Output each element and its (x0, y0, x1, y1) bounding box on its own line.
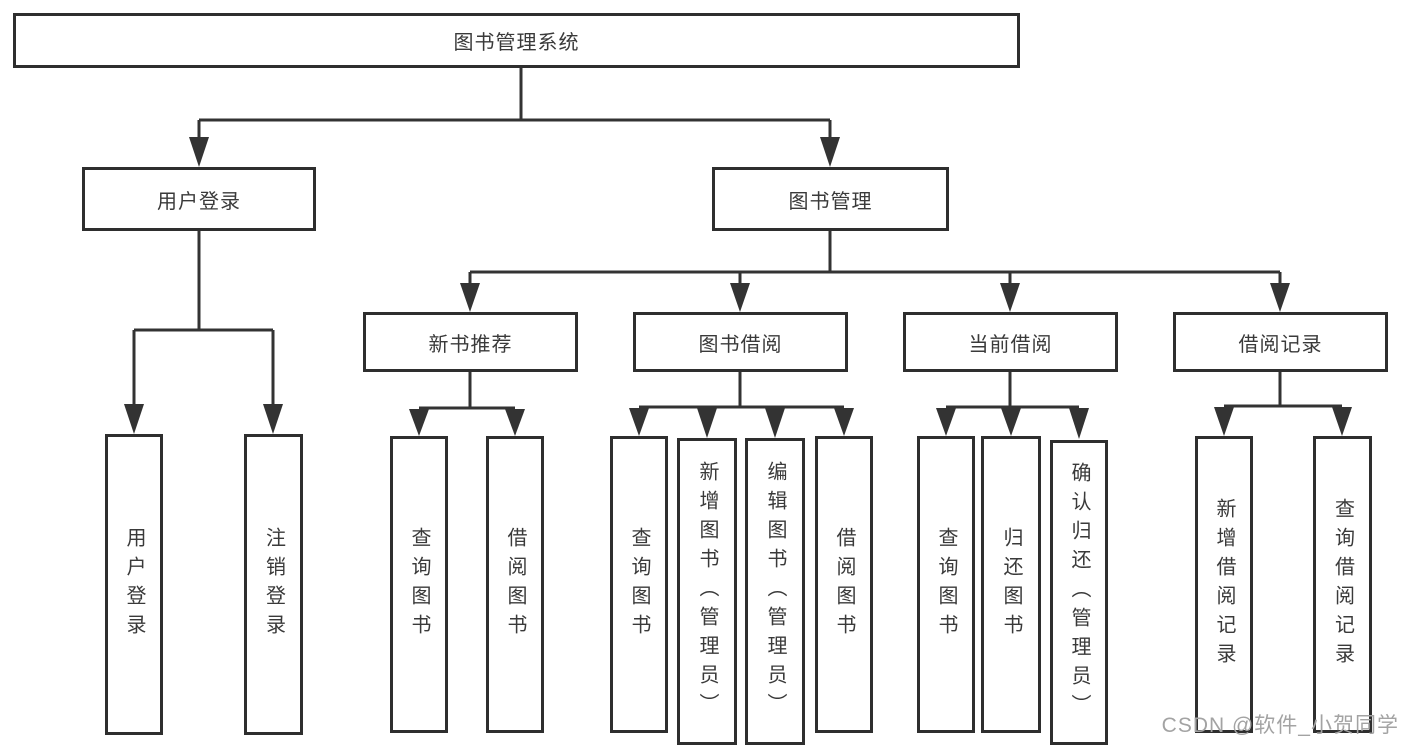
node-borrowing-records: 借阅记录 (1173, 312, 1388, 372)
node-label: 查询借阅记录 (1331, 497, 1354, 672)
node-label: 查询图书 (408, 526, 430, 643)
node-label: 注销登录 (262, 526, 285, 643)
csdn-watermark: CSDN @软件_小贺同学 (1161, 714, 1399, 737)
leaf-records-query-record: 查询借阅记录 (1313, 436, 1372, 733)
node-library-management-system: 图书管理系统 (13, 13, 1020, 68)
leaf-logout: 注销登录 (244, 434, 303, 735)
leaf-current-confirm-return-admin: 确认归还（管理员） (1050, 440, 1108, 745)
node-user-login: 用户登录 (82, 167, 316, 231)
node-label: 图书借阅 (698, 333, 783, 356)
node-label: 图书管理 (788, 190, 873, 213)
node-label: 新增图书（管理员） (696, 461, 718, 722)
node-book-management: 图书管理 (712, 167, 949, 231)
node-label: 新书推荐 (428, 333, 513, 356)
node-label: 借阅记录 (1238, 333, 1323, 356)
node-label: 归还图书 (1000, 526, 1022, 643)
node-label: 确认归还（管理员） (1068, 462, 1090, 723)
leaf-records-add-record: 新增借阅记录 (1195, 436, 1253, 733)
leaf-borrowing-edit-books-admin: 编辑图书（管理员） (745, 438, 805, 745)
node-current-borrowing: 当前借阅 (903, 312, 1118, 372)
node-label: 借阅图书 (504, 526, 526, 643)
leaf-current-query-books: 查询图书 (917, 436, 975, 733)
leaf-user-login: 用户登录 (105, 434, 163, 735)
node-label: 用户登录 (123, 526, 145, 643)
node-label: 当前借阅 (968, 333, 1053, 356)
leaf-borrowing-add-books-admin: 新增图书（管理员） (677, 438, 737, 745)
node-label: 查询图书 (935, 526, 957, 643)
leaf-borrowing-borrow-books: 借阅图书 (815, 436, 873, 733)
leaf-recommend-query-books: 查询图书 (390, 436, 448, 733)
leaf-current-return-books: 归还图书 (981, 436, 1041, 733)
leaf-recommend-borrow-books: 借阅图书 (486, 436, 544, 733)
node-label: 借阅图书 (833, 526, 855, 643)
leaf-borrowing-query-books: 查询图书 (610, 436, 668, 733)
node-label: 查询图书 (628, 526, 650, 643)
node-label: 编辑图书（管理员） (764, 461, 786, 722)
node-label: 图书管理系统 (453, 32, 580, 54)
node-book-borrowing: 图书借阅 (633, 312, 848, 372)
node-label: 新增借阅记录 (1213, 497, 1235, 672)
node-label: 用户登录 (157, 190, 241, 213)
node-new-book-recommend: 新书推荐 (363, 312, 578, 372)
